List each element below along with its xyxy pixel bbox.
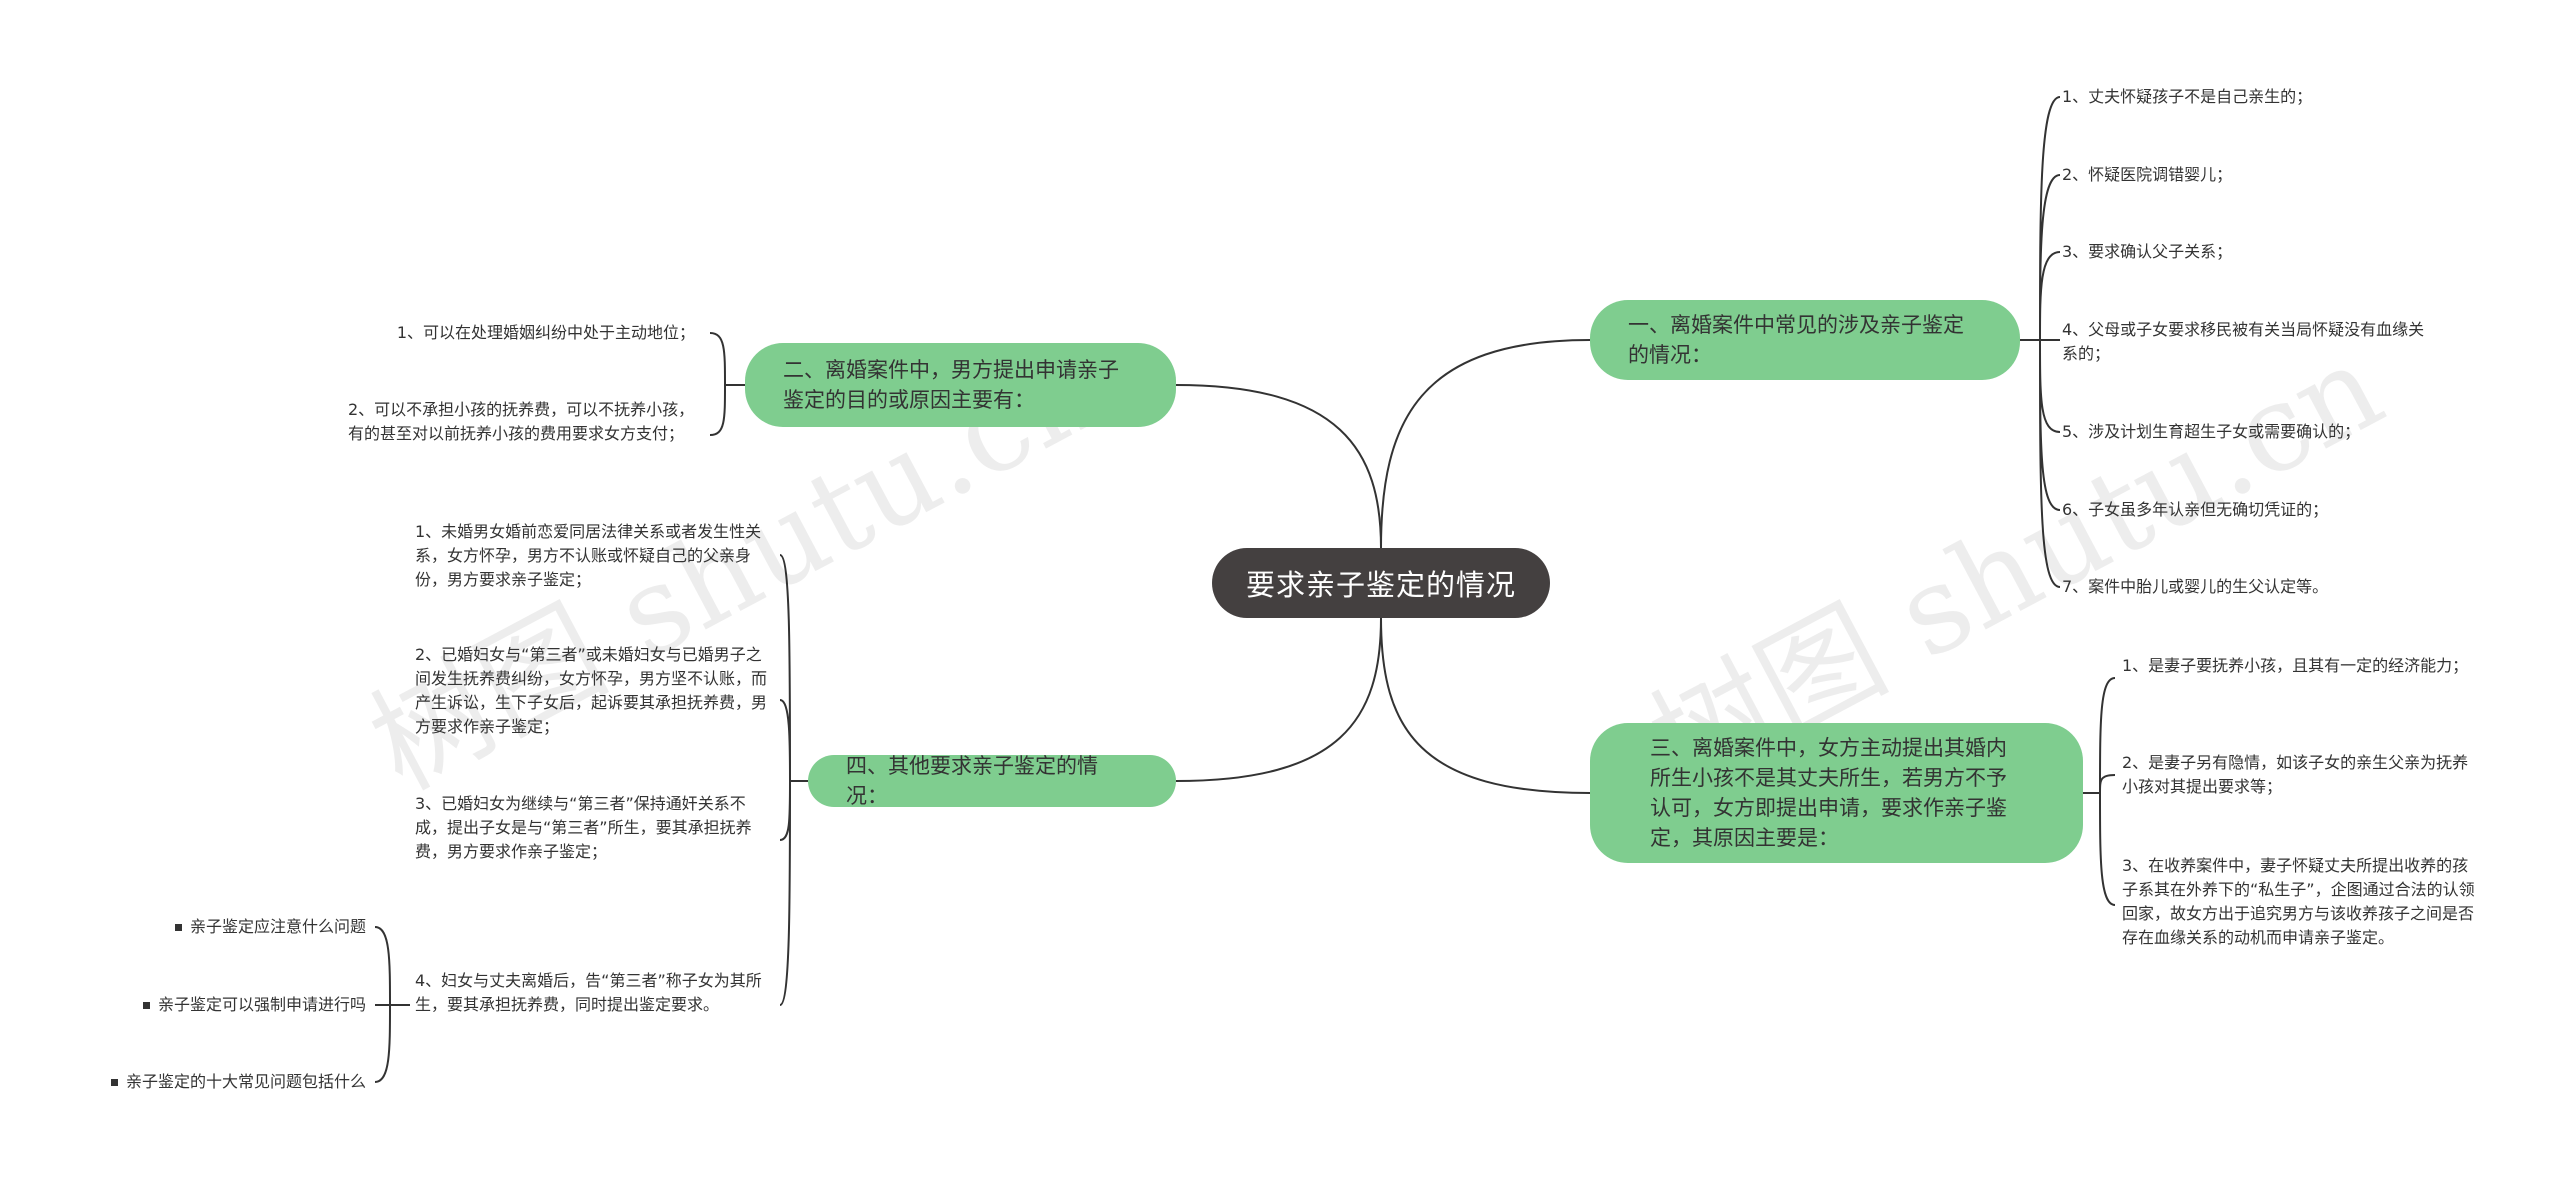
branch-label: 四、其他要求亲子鉴定的情况：: [846, 754, 1098, 808]
connector-b2-leaves: [709, 332, 745, 436]
bullet-square-icon: [174, 924, 182, 931]
connector-root-b4: [1175, 617, 1382, 782]
sub-item-label: 亲子鉴定应注意什么问题: [189, 917, 366, 936]
sub-item[interactable]: 亲子鉴定应注意什么问题: [60, 915, 366, 939]
bullet-square-icon: [142, 1002, 150, 1009]
branch-label: 二、离婚案件中，男方提出申请亲子鉴定的目的或原因主要有：: [783, 358, 1119, 412]
connector-b3-leaves: [2083, 677, 2116, 906]
leaf-item: 2、已婚妇女与“第三者”或未婚妇女与已婚男子之间发生抚养费纠纷，女方怀孕，男方坚…: [415, 645, 768, 736]
sub-item[interactable]: 亲子鉴定可以强制申请进行吗: [60, 993, 366, 1017]
sub-item[interactable]: 亲子鉴定的十大常见问题包括什么: [40, 1070, 366, 1094]
branch-node-4[interactable]: 四、其他要求亲子鉴定的情况：: [808, 754, 1176, 808]
leaf-item: 4、父母或子女要求移民被有关当局怀疑没有血缘关系的；: [2062, 320, 2425, 363]
leaf-item: 1、是妻子要抚养小孩，且其有一定的经济能力；: [2122, 656, 2469, 675]
sub-item-label: 亲子鉴定的十大常见问题包括什么: [125, 1072, 366, 1091]
connector-b4-leaves: [779, 554, 808, 1006]
connector-root-b2: [1175, 384, 1382, 549]
connector-root-b3: [1380, 617, 1591, 794]
sub-item-label: 亲子鉴定可以强制申请进行吗: [157, 995, 366, 1014]
connector-root-b1: [1380, 339, 1591, 549]
branch-node-1[interactable]: 一、离婚案件中常见的涉及亲子鉴定的情况：: [1590, 300, 2020, 380]
leaf-item: 3、要求确认父子关系；: [2062, 242, 2233, 261]
leaf-item: 1、可以在处理婚姻纠纷中处于主动地位；: [396, 323, 695, 342]
connector-leaf4-subitems: [374, 926, 410, 1083]
leaf-item: 6、子女虽多年认亲但无确切凭证的；: [2062, 500, 2329, 519]
connector-b1-leaves: [2020, 96, 2061, 588]
leaf-item: 5、涉及计划生育超生子女或需要确认的；: [2062, 422, 2361, 441]
bullet-square-icon: [110, 1079, 118, 1086]
root-node[interactable]: 要求亲子鉴定的情况: [1212, 548, 1550, 618]
leaf-item: 4、妇女与丈夫离婚后，告“第三者”称子女为其所生，要其承担抚养费，同时提出鉴定要…: [415, 971, 762, 1014]
leaf-item: 2、是妻子另有隐情，如该子女的亲生父亲为抚养小孩对其提出要求等；: [2122, 753, 2469, 796]
leaf-item: 1、丈夫怀疑孩子不是自己亲生的；: [2062, 87, 2313, 106]
branch-label: 三、离婚案件中，女方主动提出其婚内所生小孩不是其丈夫所生，若男方不予认可，女方即…: [1650, 736, 2007, 850]
leaf-item: 2、可以不承担小孩的抚养费，可以不抚养小孩，有的甚至对以前抚养小孩的费用要求女方…: [348, 400, 695, 443]
leaf-item: 7、案件中胎儿或婴儿的生父认定等。: [2062, 577, 2329, 596]
leaf-item: 3、已婚妇女为继续与“第三者”保持通奸关系不成，提出子女是与“第三者”所生，要其…: [415, 794, 752, 861]
branch-node-2[interactable]: 二、离婚案件中，男方提出申请亲子鉴定的目的或原因主要有：: [745, 343, 1176, 427]
leaf-item: 3、在收养案件中，妻子怀疑丈夫所提出收养的孩子系其在外养下的“私生子”，企图通过…: [2122, 856, 2475, 947]
branch-node-3[interactable]: 三、离婚案件中，女方主动提出其婚内所生小孩不是其丈夫所生，若男方不予认可，女方即…: [1590, 723, 2083, 863]
leaf-item: 2、怀疑医院调错婴儿；: [2062, 165, 2233, 184]
leaf-item: 1、未婚男女婚前恋爱同居法律关系或者发生性关系，女方怀孕，男方不认账或怀疑自己的…: [415, 522, 762, 589]
branch-label: 一、离婚案件中常见的涉及亲子鉴定的情况：: [1628, 313, 1964, 367]
